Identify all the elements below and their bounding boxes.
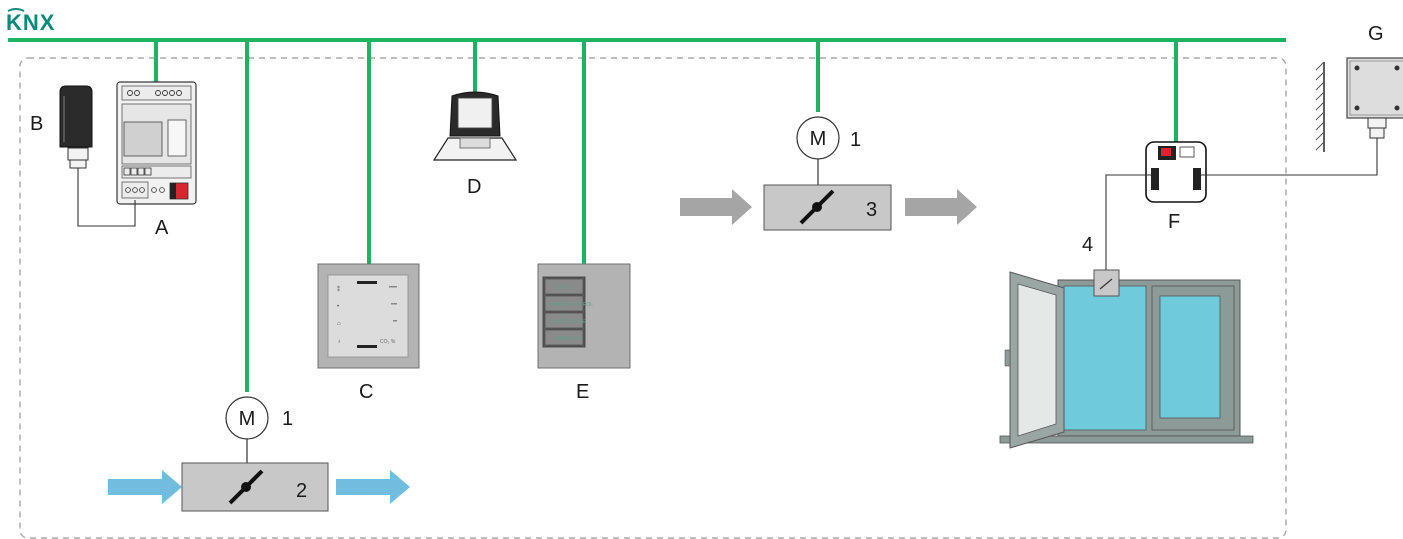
panel-icon-drop: •	[337, 304, 339, 310]
device-a-controller	[116, 81, 197, 205]
label-c: C	[359, 381, 373, 403]
contact-cable	[1105, 174, 1151, 270]
window-contact-number: 4	[1082, 234, 1093, 256]
knx-logo: KNX	[6, 8, 55, 35]
window-glass-left	[1063, 285, 1147, 431]
button-shade-off[interactable]	[544, 329, 584, 346]
sensor-cable	[77, 168, 136, 227]
button-shade-off-label: SHADE OFF	[554, 336, 583, 342]
window-glass-right	[1159, 295, 1221, 419]
air-out-arrow	[905, 189, 977, 225]
label-f: F	[1168, 211, 1180, 233]
damper-box	[763, 184, 892, 231]
button-shade-control[interactable]	[544, 295, 584, 312]
button-light-label: LIGHT	[557, 285, 572, 291]
damper-number: 3	[866, 199, 877, 221]
button-shade-control-label: SHADE CONTROL	[550, 302, 593, 308]
damper-number: 2	[296, 480, 307, 502]
damper-box	[181, 462, 329, 512]
controller-display	[123, 121, 163, 157]
device-b-sensor	[59, 85, 136, 227]
damper-assembly-3: M 1 3	[680, 116, 977, 231]
air-out-arrow	[336, 470, 410, 504]
knx-logo-arc	[7, 8, 25, 12]
panel-icon-fan: ♁	[337, 339, 342, 345]
window-sill	[999, 435, 1254, 444]
panel-icon-temp: ⁑	[337, 286, 340, 293]
knx-bus	[8, 38, 1286, 392]
label-a: A	[155, 217, 169, 239]
air-in-arrow	[108, 470, 182, 504]
knx-logo-text: KNX	[6, 10, 55, 35]
panel-icon-home: ⌂	[337, 321, 341, 327]
damper-assembly-2: M 1 2	[108, 396, 410, 512]
label-d: D	[467, 176, 481, 198]
button-shade-mode-label: SHADE MODE	[552, 319, 586, 325]
device-d-presence-detector	[432, 91, 518, 161]
label-e: E	[576, 381, 589, 403]
device-c-room-panel: ⁑ • ⌂ ♁ CO₂ %	[317, 263, 420, 369]
device-f-binary-input	[1105, 141, 1378, 270]
motor-number: 1	[850, 129, 861, 151]
button-light[interactable]	[544, 278, 584, 295]
label-b: B	[30, 113, 43, 135]
button-shade-mode[interactable]	[544, 312, 584, 329]
weather-station-cable	[1201, 160, 1378, 176]
label-g: G	[1368, 23, 1384, 45]
panel-co2-readout: CO₂ %	[380, 339, 396, 345]
device-e-push-button: LIGHT SHADE CONTROL SHADE MODE SHADE OFF	[537, 263, 631, 369]
device-g-outdoor-unit	[1315, 57, 1403, 160]
motor-number: 1	[282, 408, 293, 430]
motor-symbol: M	[810, 128, 827, 150]
window: 4	[999, 234, 1254, 449]
motor-symbol: M	[239, 408, 256, 430]
air-in-arrow	[680, 189, 752, 225]
